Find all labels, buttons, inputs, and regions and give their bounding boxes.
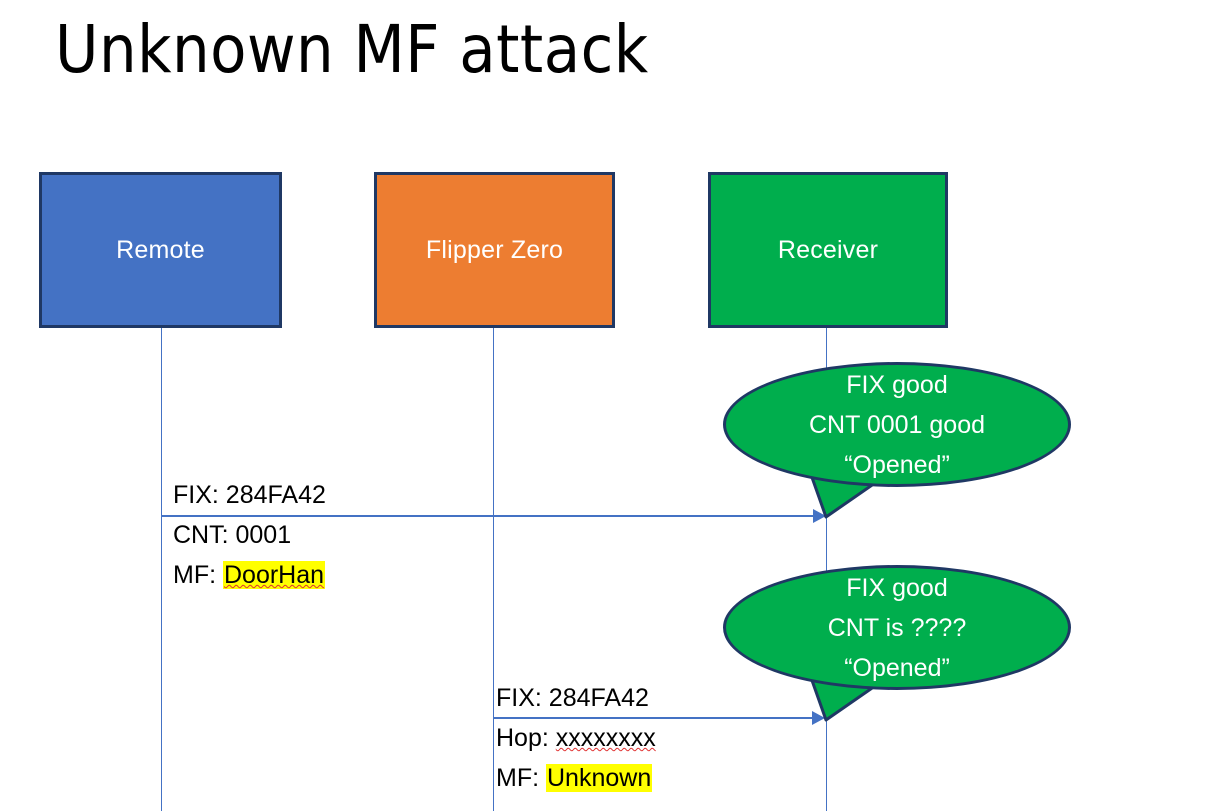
actor-label-receiver: Receiver [777,235,879,264]
message-line-prefix: MF: [173,561,223,589]
message-line-prefix: FIX: [173,481,226,509]
callout-body: FIX good CNT 0001 good “Opened” [723,362,1071,487]
message-line-value: 284FA42 [548,684,649,712]
message-line-value: xxxxxxxx [555,724,656,752]
message-label-remote-to-receiver: FIX: 284FA42 CNT: 0001 MF: DoorHan [173,475,326,595]
message-line: CNT: 0001 [173,515,326,555]
lifeline-remote [160,328,162,811]
actor-label-remote: Remote [116,235,205,264]
actor-box-flipper: Flipper Zero [374,172,615,328]
actor-label-flipper: Flipper Zero [425,235,564,264]
callout-line: CNT 0001 good [808,410,986,439]
message-line: MF: Unknown [496,758,656,798]
message-line: FIX: 284FA42 [173,475,326,515]
callout-line: FIX good [846,573,948,602]
message-line-prefix: Hop: [496,724,556,752]
callout-bubble-first: FIX good CNT 0001 good “Opened” [723,362,1071,522]
message-line: MF: DoorHan [173,555,326,595]
message-arrow-remote-to-receiver [161,515,816,517]
actor-box-remote: Remote [39,172,282,328]
lifeline-flipper [492,328,494,811]
actor-box-receiver: Receiver [708,172,948,328]
callout-line: “Opened” [844,653,950,682]
message-line: FIX: 284FA42 [496,678,656,718]
message-line-value-highlighted: Unknown [546,764,653,792]
message-line-prefix: FIX: [496,684,549,712]
page-title: Unknown MF attack [55,11,649,88]
callout-bubble-second: FIX good CNT is ???? “Opened” [723,565,1071,725]
callout-line: CNT is ???? [827,613,967,642]
message-label-flipper-to-receiver: FIX: 284FA42 Hop: xxxxxxxx MF: Unknown [496,678,656,798]
message-line-value: 0001 [235,521,292,549]
callout-line: FIX good [846,370,948,399]
message-line-prefix: MF: [496,764,546,792]
message-line: Hop: xxxxxxxx [496,718,656,758]
message-line-prefix: CNT: [173,521,236,549]
message-line-value-highlighted: DoorHan [223,561,326,589]
callout-line: “Opened” [844,450,950,479]
message-arrow-flipper-to-receiver [493,717,815,719]
callout-body: FIX good CNT is ???? “Opened” [723,565,1071,690]
message-line-value: 284FA42 [225,481,326,509]
arrow-head-icon [812,710,825,725]
